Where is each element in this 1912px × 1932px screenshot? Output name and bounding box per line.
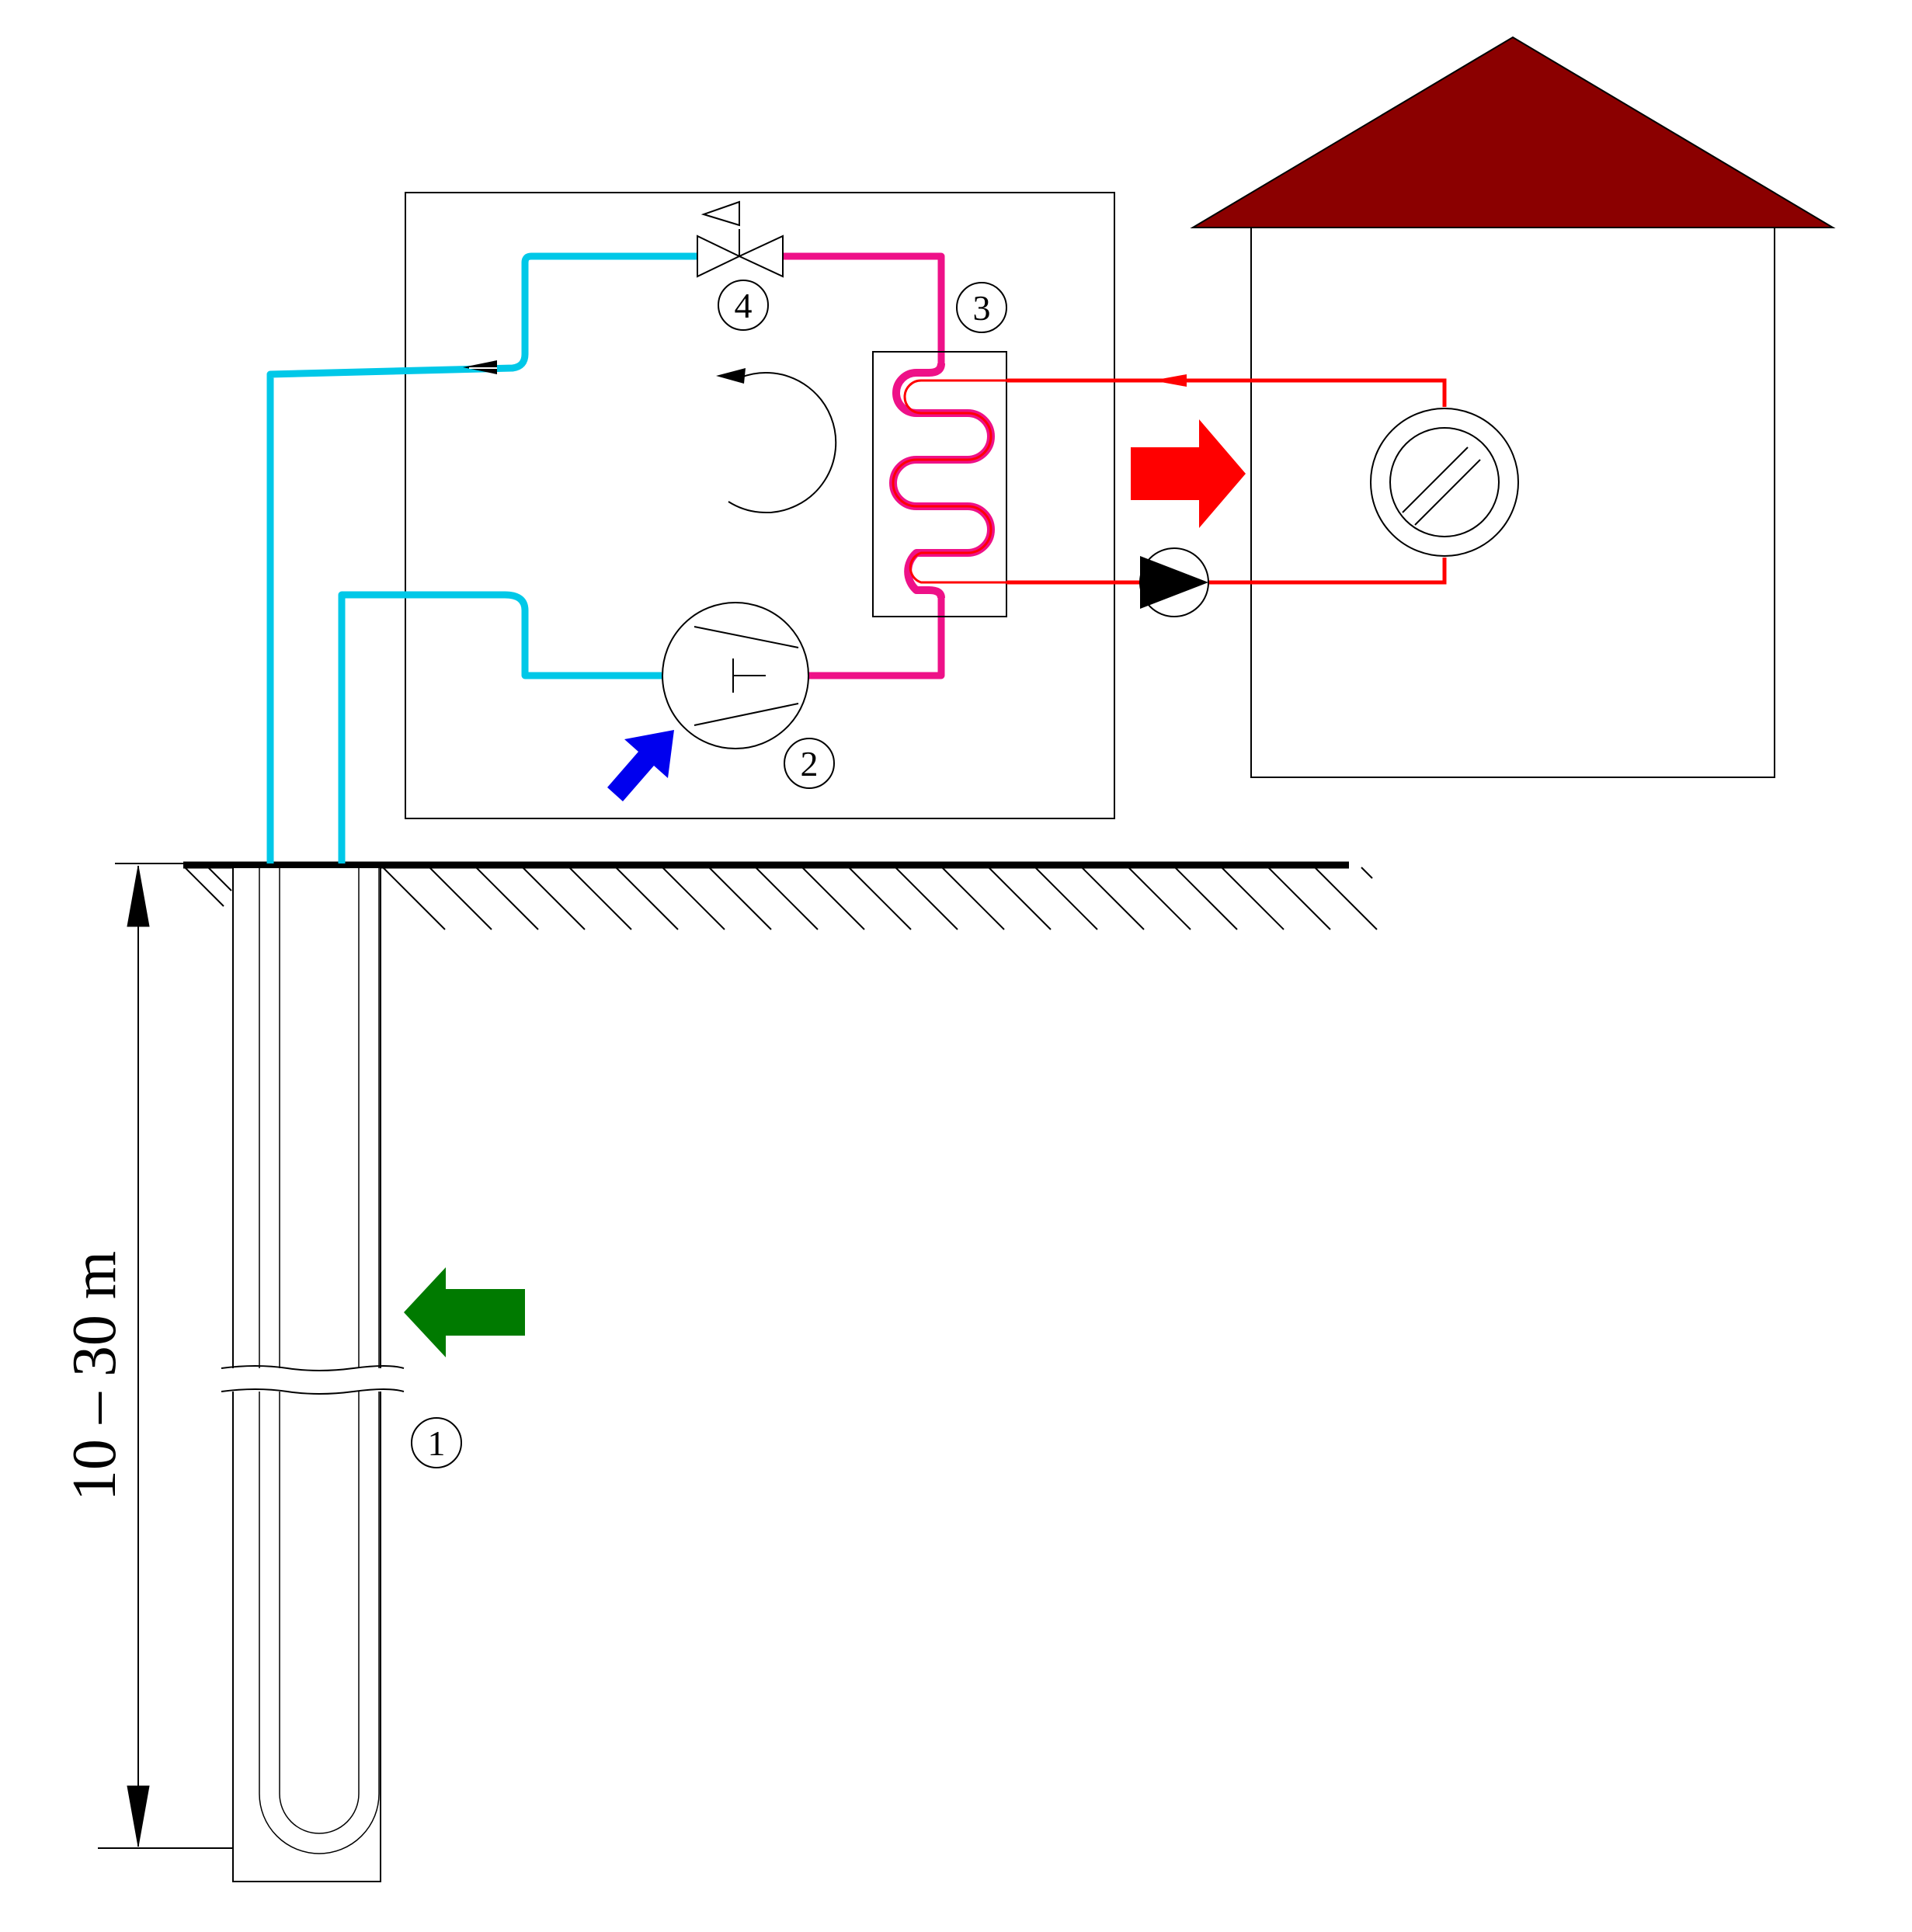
radiator-icon <box>1370 408 1519 557</box>
circulation-pump-icon <box>1139 547 1209 617</box>
house-wall <box>1250 227 1775 778</box>
label-condenser-number: 3 <box>973 288 991 328</box>
work-input-arrow <box>607 730 674 801</box>
expansion-valve-icon <box>697 200 784 278</box>
house-roof <box>1190 36 1836 228</box>
label-condenser: 3 <box>956 282 1007 333</box>
label-expansion-valve-number: 4 <box>735 286 753 325</box>
borehole-u-pipe <box>221 867 408 1882</box>
label-compressor: 2 <box>784 738 835 789</box>
label-borehole-number: 1 <box>428 1423 446 1463</box>
ground-heat-arrow <box>404 1267 525 1357</box>
flow-arrow-heating <box>1152 374 1187 387</box>
depth-label: 10 – 30 m <box>61 1251 129 1501</box>
label-expansion-valve: 4 <box>718 280 769 331</box>
refrigerant-hot-pipes <box>783 252 945 679</box>
heating-coil <box>892 379 1006 584</box>
cycle-direction-arrow <box>716 368 837 513</box>
compressor-icon <box>662 602 809 749</box>
heat-pump-unit <box>405 192 1115 819</box>
condenser-box <box>872 351 1007 617</box>
label-compressor-number: 2 <box>801 744 819 784</box>
heat-output-arrow <box>1131 419 1246 528</box>
condenser-coil <box>889 363 995 599</box>
depth-dimension <box>98 863 233 1849</box>
hatched-ground <box>184 867 1378 930</box>
label-borehole: 1 <box>411 1417 462 1468</box>
ground-loop-pipes <box>266 252 697 863</box>
